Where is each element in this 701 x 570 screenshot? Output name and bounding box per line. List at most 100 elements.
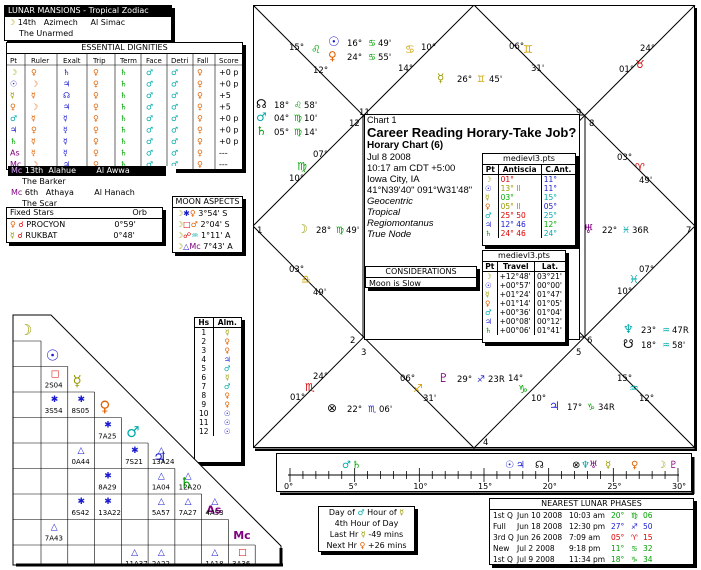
travel-row: ☽+12°48'03°21' (483, 271, 562, 281)
essential-dignities-panel: ESSENTIAL DIGNITIES Pt Ruler Exalt Trip … (6, 42, 243, 170)
svg-text:23R: 23R (488, 375, 505, 385)
dignities-table: Pt Ruler Exalt Trip Term Face Detri Fall… (7, 54, 242, 170)
aspect-symbol: □ (51, 370, 60, 380)
detri-glyph: ♂ (171, 80, 178, 89)
aspect-symbol: △ (158, 446, 165, 456)
grid-planet-glyph: ♀ (99, 398, 110, 416)
trip-glyph: ♀ (93, 91, 99, 100)
svg-text:♆: ♆ (581, 460, 590, 471)
ruler-glyph: ♀ (31, 126, 37, 135)
lunar-mansions-panel: LUNAR MANSIONS - Tropical Zodiac ☽ 14th … (4, 5, 172, 41)
aspect-cell: 7S21 (125, 458, 143, 466)
house-almuten-row: 1☿ (195, 327, 241, 337)
aspect-symbol: △ (78, 446, 85, 456)
face-glyph: ♂ (146, 126, 153, 135)
ruler-tick-label: 10° (413, 482, 427, 491)
aspect-cell: 1A04 (152, 484, 171, 492)
svg-text:♓: ♓ (629, 273, 639, 286)
moon-aspects-title: MOON ASPECTS (173, 197, 242, 208)
ruler-tick-label: 25° (607, 482, 621, 491)
mansion-num: 14th (17, 18, 37, 27)
planet-glyph: ☉ (10, 80, 17, 89)
svg-text:14°: 14° (508, 374, 523, 384)
dignity-score: --- (219, 149, 228, 158)
detri-glyph: ♂ (171, 91, 178, 100)
svg-text:49': 49' (313, 288, 326, 298)
svg-text:28°: 28° (316, 226, 331, 236)
antiscia-row: ☽01°11° (483, 174, 557, 184)
face-glyph: ♂ (146, 137, 153, 146)
svg-text:07°: 07° (639, 265, 654, 275)
travel-title: medievl3.pts (483, 251, 565, 262)
svg-text:♋: ♋ (405, 43, 415, 56)
planet-glyph: ♃ (10, 126, 17, 135)
svg-text:♋: ♋ (368, 53, 376, 63)
aspect-symbol: ✱ (78, 497, 86, 507)
svg-text:11: 11 (359, 108, 370, 118)
svg-text:3: 3 (361, 348, 366, 358)
house-almuten-row: 9♀ (195, 400, 241, 409)
detri-glyph: ♂ (171, 114, 178, 123)
aspect-symbol: △ (185, 497, 192, 507)
aspect-cell: 6S42 (72, 509, 90, 517)
aspect-symbol: ✱ (51, 395, 59, 405)
svg-text:♋: ♋ (368, 39, 376, 49)
ruler-tick-label: 0° (284, 482, 293, 491)
svg-text:Face: Face (146, 57, 162, 65)
planet-glyph: ♀ (10, 103, 16, 112)
ruler-glyph: ☿ (31, 114, 36, 123)
day-hour-line: Day of ♂ Hour of ☿ (328, 508, 405, 517)
dignity-score: +5 (219, 91, 231, 100)
aspect-cell: 7A27 (179, 509, 197, 517)
fall-glyph: ♀ (197, 160, 203, 169)
exalt-glyph: ☿ (63, 114, 68, 123)
grid-planet-glyph: ♂ (126, 423, 139, 441)
svg-text:18°: 18° (641, 341, 656, 351)
lunar-mansions-footer: Mc 13th Alahue Al Awwa The Barker Mc 6th… (8, 166, 176, 208)
svg-text:♀: ♀ (328, 49, 337, 63)
ruler-glyph: ☿ (31, 91, 36, 100)
lunar-mansion-row: ☽ 14th Azimech Al Simac (5, 17, 171, 28)
svg-text:♍: ♍ (294, 128, 302, 138)
exalt-glyph: ♃ (63, 103, 70, 112)
house-number-4: 4 (483, 438, 488, 448)
grid-planet-glyph: ☽ (19, 321, 32, 339)
travel-row: ☿+01°24'01°47' (483, 290, 562, 299)
svg-text:⊗: ⊗ (327, 401, 337, 415)
house-almuten-row: 2♀ (195, 337, 241, 346)
ruler-glyph: ☽ (31, 160, 38, 169)
grid-planet-glyph: ☿ (73, 372, 82, 390)
fall-glyph: ♀ (197, 91, 203, 100)
aspect-symbol: △ (185, 472, 192, 482)
trip-glyph: ♀ (93, 149, 99, 158)
considerations-title: CONSIDERATIONS (366, 267, 476, 278)
svg-text:☉: ☉ (505, 460, 514, 471)
house-almuten-row: 5♂ (195, 364, 241, 373)
svg-text:10°: 10° (289, 174, 304, 184)
trip-glyph: ♀ (93, 68, 99, 77)
aspect-symbol: □ (238, 548, 247, 558)
svg-text:5: 5 (576, 348, 581, 358)
face-glyph: ♂ (146, 91, 153, 100)
svg-text:15°: 15° (289, 43, 304, 53)
chart-label: Chart 1 (367, 115, 397, 125)
moon-aspect-row: ☽✱♀ 3°54' S (176, 209, 228, 218)
svg-text:♀: ♀ (631, 460, 638, 471)
exalt-glyph: ♃ (63, 80, 70, 89)
house-almuten-row: 7♂ (195, 382, 241, 391)
svg-text:♍: ♍ (336, 226, 344, 236)
svg-text:♄: ♄ (256, 124, 267, 138)
detri-glyph: ♂ (171, 68, 178, 77)
aspect-cell: 2A22 (152, 560, 170, 567)
term-glyph: ♄ (120, 68, 127, 77)
day-hour-line: Next Hr ♀ +26 mins (326, 541, 407, 550)
svg-text:24°: 24° (640, 44, 655, 54)
detri-glyph: ♂ (171, 126, 178, 135)
chart-title: Career Reading Horary-Take Job? (367, 125, 577, 140)
aspect-cell: 3S54 (45, 407, 63, 415)
svg-text:♎: ♎ (301, 273, 311, 286)
svg-text:18°: 18° (274, 101, 289, 111)
